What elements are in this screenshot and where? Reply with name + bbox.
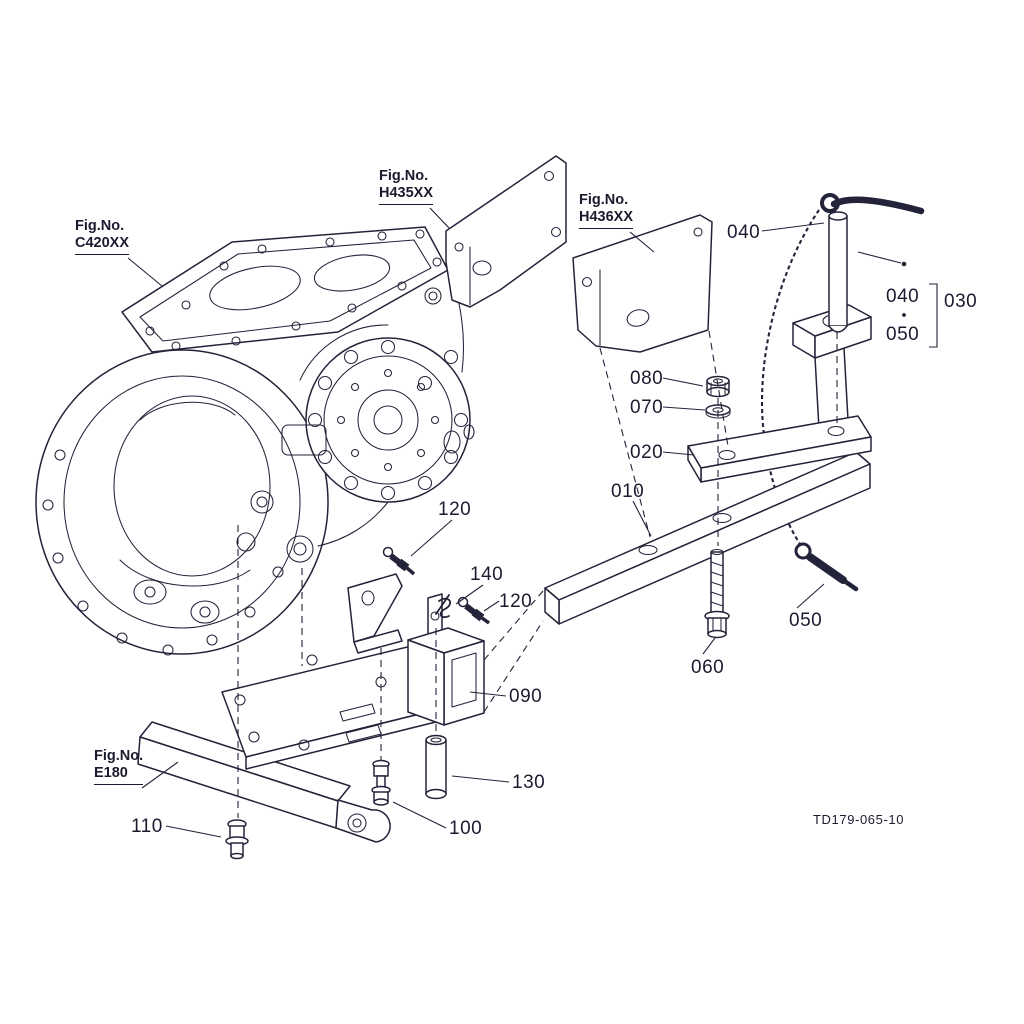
callout-010: 010 (611, 481, 645, 502)
leader-lines (127, 207, 938, 838)
figref-c420xx: Fig.No. C420XX (75, 218, 130, 255)
hex-nut (706, 375, 730, 398)
pin-handle (830, 196, 925, 215)
callout-110: 110 (131, 816, 163, 837)
alignment-lines (237, 330, 838, 818)
grease-fitting-upper (382, 546, 416, 576)
callout-050-group: 050 (886, 324, 920, 345)
drawbar (544, 451, 871, 625)
mounting-plate-h435 (445, 155, 567, 308)
figref-line2: E180 (94, 765, 128, 782)
grease-fitting-lower (457, 596, 491, 625)
hex-bolt-long (704, 548, 730, 639)
callout-100: 100 (449, 818, 483, 839)
figref-e180: Fig.No. E180 (94, 748, 144, 785)
figref-line2: C420XX (75, 235, 130, 252)
callout-030: 030 (944, 291, 978, 312)
callout-120-lower: 120 (499, 591, 533, 612)
callout-050-chain: 050 (789, 610, 823, 631)
gusset-bracket (347, 573, 403, 654)
callout-060: 060 (691, 657, 725, 678)
callout-040-group: 040 (886, 286, 920, 307)
hitch-pin (820, 193, 925, 333)
figref-line1: Fig.No. (379, 168, 429, 184)
callout-120-upper: 120 (438, 499, 472, 520)
figref-line1: Fig.No. (94, 748, 144, 764)
figref-line2: H435XX (379, 185, 434, 202)
base-plate (221, 641, 453, 770)
figref-line1: Fig.No. (75, 218, 125, 234)
callout-020: 020 (630, 442, 664, 463)
figref-h436xx: Fig.No. H436XX (579, 192, 634, 229)
mounting-bolt (371, 759, 391, 806)
callout-070: 070 (630, 397, 664, 418)
hair-pin-clip (435, 594, 452, 619)
transmission-housing (35, 226, 475, 656)
callout-040-pin: 040 (727, 222, 761, 243)
callout-090: 090 (509, 686, 543, 707)
drawbar-frame-bracket (407, 627, 485, 726)
callout-140: 140 (470, 564, 504, 585)
flange-bolt (225, 819, 249, 860)
clevis-pin (425, 734, 447, 800)
figref-h435xx: Fig.No. H435XX (379, 168, 434, 205)
linch-pin (794, 542, 859, 592)
drawing-code: TD179-065-10 (813, 812, 905, 827)
callout-080: 080 (630, 368, 664, 389)
figref-line2: H436XX (579, 209, 634, 226)
callout-130: 130 (512, 772, 546, 793)
figref-line1: Fig.No. (579, 192, 629, 208)
mounting-plate-h436 (572, 214, 713, 353)
